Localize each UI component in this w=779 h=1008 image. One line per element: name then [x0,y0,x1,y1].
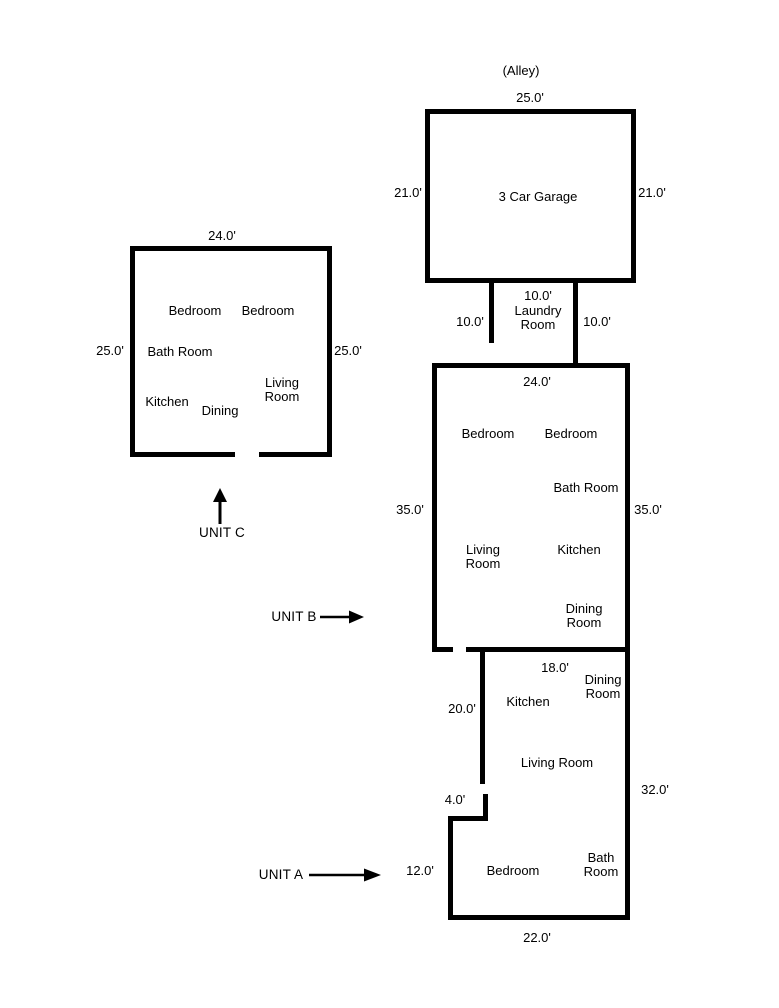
unit-a-living-room-label: Living Room [520,755,594,770]
unit-b-bedroom-right-label: Bedroom [544,426,598,441]
laundry-wall-left [489,283,494,343]
unit-b-wall-bottom-left [432,647,453,652]
garage-wall-top [425,109,636,114]
garage-wall-right [631,109,636,283]
unit-c-width-dim: 24.0' [208,228,236,243]
unit-c-wall-right [327,246,332,457]
unit-a-height-dim-upper-left: 20.0' [448,701,476,716]
unit-b-dining-room-label: Dining Room [565,601,603,630]
unit-c-living-room-label: Living Room [264,375,300,404]
laundry-room-label: Laundry Room [514,303,562,332]
unit-a-width-dim: 18.0' [541,660,569,675]
laundry-width-dim: 10.0' [524,288,552,303]
unit-b-right-arrow-icon [320,610,364,624]
garage-wall-left [425,109,430,283]
unit-c-up-arrow-icon [213,488,227,524]
unit-b-height-dim-right: 35.0' [634,502,662,517]
unit-a-wall-left-upper [480,647,485,784]
unit-c-wall-left [130,246,135,457]
unit-b-bathroom-label: Bath Room [553,480,619,495]
unit-c-wall-top [130,246,332,251]
unit-a-tag: UNIT A [258,867,304,882]
unit-a-right-arrow-icon [309,868,381,882]
unit-b-height-dim-left: 35.0' [396,502,424,517]
unit-c-bathroom-label: Bath Room [147,344,213,359]
unit-b-width-dim: 24.0' [523,374,551,389]
laundry-height-dim-left: 10.0' [456,314,484,329]
unit-c-dining-label: Dining [201,403,239,418]
unit-b-unit-a-shared-wall [466,647,630,652]
unit-b-wall-left [432,363,437,652]
garage-room-label: 3 Car Garage [498,189,578,204]
unit-b-wall-top [432,363,630,368]
unit-a-bathroom-label: Bath Room [583,850,619,879]
unit-a-width-dim-bottom: 22.0' [523,930,551,945]
unit-c-bedroom-left-label: Bedroom [168,303,222,318]
unit-b-bedroom-left-label: Bedroom [461,426,515,441]
garage-wall-bottom [425,278,636,283]
unit-b-tag: UNIT B [271,609,317,624]
unit-c-kitchen-label: Kitchen [145,394,189,409]
garage-width-dim: 25.0' [516,90,544,105]
unit-a-wall-bottom [448,915,630,920]
unit-a-height-dim-right: 32.0' [641,782,669,797]
unit-a-wall-left-lower [448,816,453,920]
unit-c-bedroom-right-label: Bedroom [241,303,295,318]
unit-c-tag: UNIT C [199,525,245,540]
unit-a-jog-dim: 4.0' [444,792,466,807]
unit-b-wall-right [625,363,630,652]
laundry-height-dim-right: 10.0' [583,314,611,329]
unit-a-wall-right [625,647,630,920]
garage-height-dim-right: 21.0' [638,185,666,200]
unit-b-living-room-label: Living Room [465,542,501,571]
unit-c-wall-bottom-right [259,452,332,457]
unit-b-kitchen-label: Kitchen [557,542,601,557]
garage-height-dim-left: 21.0' [394,185,422,200]
unit-c-wall-bottom-left [130,452,235,457]
unit-a-kitchen-label: Kitchen [506,694,550,709]
laundry-wall-right [573,283,578,365]
unit-a-height-dim-lower-left: 12.0' [406,863,434,878]
unit-a-wall-jog [448,816,488,821]
unit-a-dining-room-label: Dining Room [584,672,622,701]
unit-c-height-dim-right: 25.0' [334,343,362,358]
alley-label: (Alley) [502,63,540,78]
unit-a-wall-door-stub [483,794,488,821]
unit-c-height-dim-left: 25.0' [96,343,124,358]
unit-a-bedroom-label: Bedroom [486,863,540,878]
